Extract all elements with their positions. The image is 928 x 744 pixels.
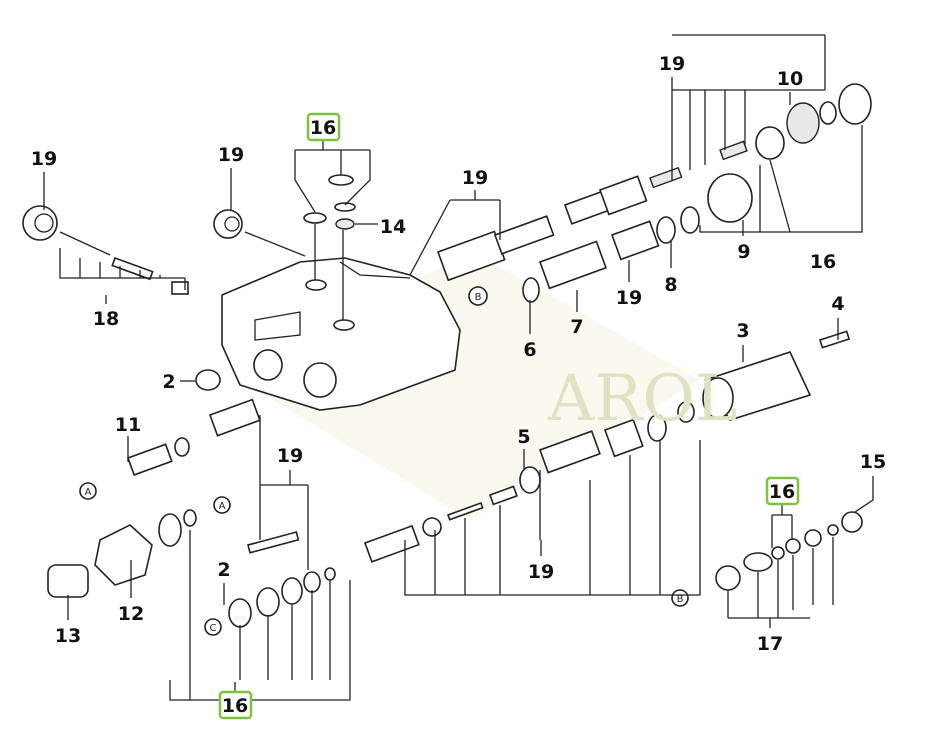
ref-c: C <box>210 623 217 634</box>
part-label-5[interactable]: 5 <box>517 426 530 448</box>
part-label-3[interactable]: 3 <box>736 320 749 342</box>
highlight-box <box>218 690 253 720</box>
leader-lines <box>43 34 874 701</box>
part-label-13[interactable]: 13 <box>55 625 81 647</box>
part-label-16-highlighted[interactable]: 16 <box>769 481 795 503</box>
part-label-12[interactable]: 12 <box>118 603 144 625</box>
ref-a: A <box>85 487 92 498</box>
part-label-19[interactable]: 19 <box>218 144 244 166</box>
ref-b: B <box>677 594 684 605</box>
part-label-16-highlighted[interactable]: 16 <box>222 695 248 717</box>
part-label-19[interactable]: 19 <box>528 561 554 583</box>
part-label-19[interactable]: 19 <box>462 167 488 189</box>
part-label-7[interactable]: 7 <box>570 316 583 338</box>
part-label-2[interactable]: 2 <box>162 371 175 393</box>
watermark: AROL <box>547 362 737 436</box>
part-label-2[interactable]: 2 <box>217 559 230 581</box>
part-label-6[interactable]: 6 <box>523 339 536 361</box>
seal-rings-top <box>303 174 356 320</box>
highlight-box <box>765 476 800 506</box>
part-label-16-highlighted[interactable]: 16 <box>310 117 336 139</box>
part-label-17[interactable]: 17 <box>757 633 783 655</box>
plug-left <box>22 205 189 295</box>
part-label-9[interactable]: 9 <box>737 241 750 263</box>
part-label-16[interactable]: 16 <box>810 251 836 273</box>
highlight-box <box>306 112 341 142</box>
part-label-19[interactable]: 19 <box>659 53 685 75</box>
part-label-18[interactable]: 18 <box>93 308 119 330</box>
spool-left <box>47 369 336 636</box>
part-labels: 19 19 16 14 19 19 10 16 9 8 19 7 6 18 2 … <box>31 53 886 717</box>
part-label-14[interactable]: 14 <box>380 216 406 238</box>
ref-circle-b <box>468 286 488 306</box>
part-label-15[interactable]: 15 <box>860 451 886 473</box>
part-label-10[interactable]: 10 <box>777 68 803 90</box>
part-label-19[interactable]: 19 <box>616 287 642 309</box>
blank-panel <box>398 676 646 726</box>
part-label-19[interactable]: 19 <box>31 148 57 170</box>
spool-middle <box>363 330 851 563</box>
part-label-4[interactable]: 4 <box>831 293 844 315</box>
part-label-19[interactable]: 19 <box>277 445 303 467</box>
ref-b: B <box>475 292 482 303</box>
ref-a: A <box>219 501 226 512</box>
spool-upper <box>436 83 872 306</box>
plug-top <box>213 209 306 257</box>
valve-body <box>221 257 461 411</box>
part-label-11[interactable]: 11 <box>115 414 141 436</box>
part-label-8[interactable]: 8 <box>664 274 677 296</box>
